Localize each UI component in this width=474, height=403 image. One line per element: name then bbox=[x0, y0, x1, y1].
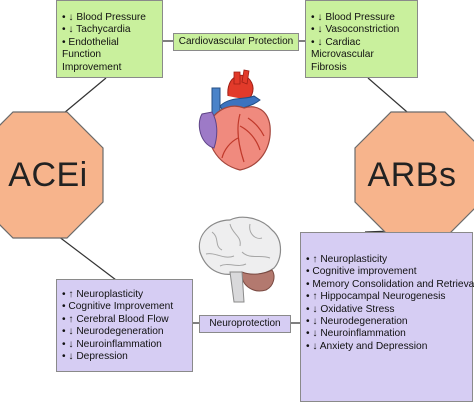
list-item: • ↓ Neuroinflammation bbox=[62, 338, 162, 350]
list-item: • Cognitive Improvement bbox=[62, 301, 174, 313]
arbs-label: ARBs bbox=[367, 155, 457, 194]
list-item: • ↑ Cerebral Blood Flow bbox=[62, 313, 169, 325]
list-item: • ↑ Hippocampal Neurogenesis bbox=[306, 291, 446, 303]
list-item: • Endothelial Function Improvement bbox=[62, 36, 122, 73]
list-item: • ↓ Vasoconstriction bbox=[311, 24, 400, 36]
list-item: • ↓ Cardiac Microvascular Fibrosis bbox=[311, 36, 374, 73]
acei-octagon: ACEi bbox=[0, 110, 105, 240]
heart-illustration bbox=[198, 69, 271, 171]
acei-to-neuro-line bbox=[49, 229, 121, 284]
arb-to-cardio-line bbox=[367, 77, 415, 119]
cardiovascular-protection-label: Cardiovascular Protection bbox=[173, 33, 299, 51]
list-item: • ↓ Blood Pressure bbox=[62, 12, 146, 23]
acei-cardio-effects-box: • ↓ Blood Pressure • ↓ Tachycardia • End… bbox=[56, 0, 163, 78]
list-item: • ↓ Tachycardia bbox=[62, 24, 131, 36]
list-item: • ↓ Neurodegeneration bbox=[306, 316, 408, 328]
acei-to-cardio-line bbox=[57, 77, 107, 119]
list-item: • ↓ Anxiety and Depression bbox=[306, 340, 428, 352]
brain-illustration bbox=[198, 216, 282, 303]
list-item: • ↓ Neuroinflammation bbox=[306, 328, 406, 340]
list-item: • ↓ Depression bbox=[62, 351, 128, 363]
arb-cardio-effects-box: • ↓ Blood Pressure • ↓ Vasoconstriction … bbox=[305, 0, 418, 78]
list-item: • Cognitive improvement bbox=[306, 266, 417, 278]
list-item: • ↓ Oxidative Stress bbox=[306, 303, 395, 315]
neuroprotection-label: Neuroprotection bbox=[199, 315, 291, 333]
arb-neuro-effects-box: • ↑ Neuroplasticity • Cognitive improvem… bbox=[300, 232, 474, 402]
arbs-octagon: ARBs bbox=[353, 110, 474, 240]
list-item: • ↑ Neuroplasticity bbox=[62, 289, 144, 300]
list-item: • ↓ Blood Pressure bbox=[311, 12, 395, 23]
acei-label: ACEi bbox=[8, 155, 88, 194]
list-item: • ↑ Neuroplasticity bbox=[306, 254, 388, 265]
list-item: • Memory Consolidation and Retrieval bbox=[306, 278, 474, 290]
list-item: • ↓ Neurodegeneration bbox=[62, 326, 164, 338]
acei-neuro-effects-box: • ↑ Neuroplasticity • Cognitive Improvem… bbox=[56, 279, 193, 372]
